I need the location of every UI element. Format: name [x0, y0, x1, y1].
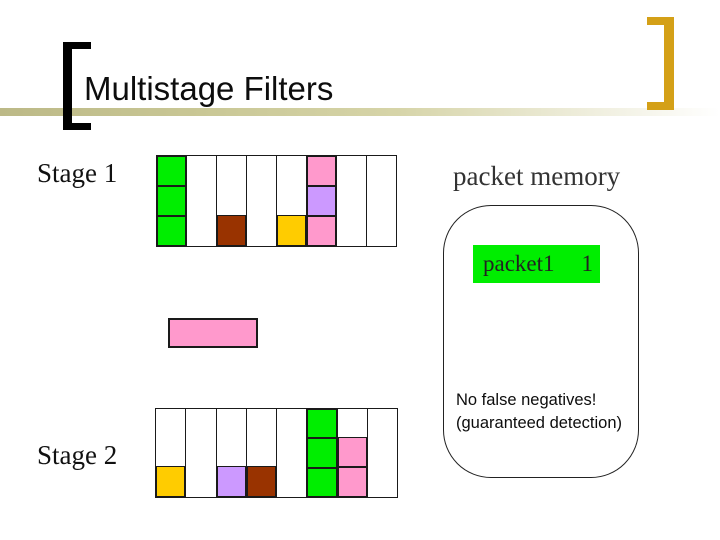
green-counter-cell [157, 216, 186, 246]
empty-counter-cell [367, 156, 396, 186]
yellow-counter-cell [277, 214, 306, 246]
empty-counter-cell [337, 186, 366, 216]
empty-counter-cell [277, 156, 306, 185]
filter-column [368, 409, 397, 497]
filter-column [367, 156, 396, 246]
empty-counter-cell [368, 438, 397, 467]
empty-counter-cell [247, 438, 276, 467]
pink-counter-cell [307, 156, 336, 186]
green-counter-cell [307, 467, 337, 497]
empty-counter-cell [338, 409, 367, 437]
empty-counter-cell [277, 409, 306, 438]
filter-column [247, 156, 277, 246]
packet-rectangle [168, 318, 258, 348]
empty-counter-cell [217, 156, 246, 185]
empty-counter-cell [186, 409, 215, 438]
filter-column [337, 156, 367, 246]
title-underline-rule [0, 108, 720, 116]
stage1-filter-grid [156, 155, 397, 247]
filter-column [156, 409, 187, 498]
empty-counter-cell [217, 409, 246, 438]
packet-memory-heading: packet memory [453, 161, 621, 191]
packet-memory-entry: packet1 1 [473, 245, 600, 283]
page-title: Multistage Filters [84, 70, 334, 107]
packet-entry-count: 1 [581, 251, 594, 276]
empty-counter-cell [186, 468, 215, 497]
filter-column [216, 409, 247, 498]
empty-counter-cell [247, 156, 276, 186]
empty-counter-cell [186, 438, 215, 467]
purple-counter-cell [216, 466, 246, 498]
empty-counter-cell [156, 409, 185, 438]
green-counter-cell [307, 409, 337, 439]
green-counter-cell [307, 438, 337, 468]
empty-counter-cell [367, 216, 396, 246]
filter-column [337, 409, 368, 497]
empty-counter-cell [368, 409, 397, 438]
empty-counter-cell [247, 216, 276, 246]
empty-counter-cell [277, 438, 306, 467]
stage2-filter-grid [155, 408, 398, 498]
note-line-1: No false negatives! [456, 391, 597, 409]
filter-column [277, 156, 307, 246]
empty-counter-cell [217, 185, 246, 214]
packet-entry-label: packet1 [483, 251, 555, 276]
empty-counter-cell [187, 186, 216, 216]
empty-counter-cell [337, 156, 366, 186]
green-counter-cell [157, 186, 186, 216]
empty-counter-cell [187, 156, 216, 186]
empty-counter-cell [368, 468, 397, 497]
filter-column [157, 156, 187, 246]
filter-column [186, 409, 217, 497]
pink-counter-cell [307, 216, 336, 246]
pink-counter-cell [337, 437, 367, 467]
empty-counter-cell [337, 216, 366, 246]
brown-counter-cell [217, 214, 246, 246]
purple-counter-cell [307, 186, 336, 216]
filter-column [307, 409, 338, 497]
note-line-2: (guaranteed detection) [456, 414, 623, 432]
empty-counter-cell [367, 186, 396, 216]
right-bracket-decoration [647, 17, 674, 110]
empty-counter-cell [247, 186, 276, 216]
filter-column [307, 156, 337, 246]
brown-counter-cell [246, 466, 276, 498]
empty-counter-cell [156, 438, 185, 467]
green-counter-cell [157, 156, 186, 186]
empty-counter-cell [277, 185, 306, 214]
empty-counter-cell [277, 468, 306, 497]
no-false-negatives-note: No false negatives! (guaranteed detectio… [456, 389, 622, 435]
stage1-label: Stage 1 [37, 158, 118, 188]
stage2-label: Stage 2 [37, 440, 118, 470]
empty-counter-cell [187, 216, 216, 246]
filter-column [246, 409, 277, 498]
empty-counter-cell [247, 409, 276, 438]
filter-column [277, 409, 308, 497]
pink-counter-cell [337, 467, 367, 497]
empty-counter-cell [217, 438, 246, 467]
filter-column [217, 156, 247, 246]
filter-column [187, 156, 217, 246]
yellow-counter-cell [156, 466, 186, 498]
left-bracket-decoration [63, 42, 91, 130]
